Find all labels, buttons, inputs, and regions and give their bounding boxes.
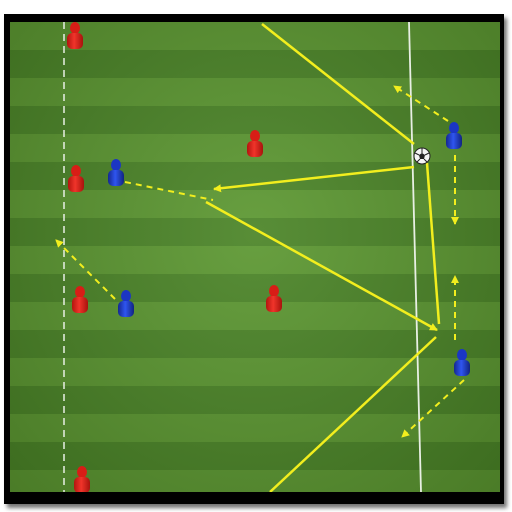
pass-arrow <box>213 165 415 193</box>
blue-player-cone-icon <box>118 290 134 317</box>
red-player-cone-icon <box>247 130 263 157</box>
pass-arrow <box>261 23 415 145</box>
red-player-cone-icon <box>67 22 83 49</box>
movement-arrow <box>55 239 116 300</box>
pass-arrow <box>269 336 437 492</box>
red-player-cone-icon <box>68 165 84 192</box>
right-touchline <box>408 22 422 492</box>
blue-player-cone-icon <box>454 349 470 376</box>
blue-player-cone-icon <box>108 159 124 186</box>
pass-arrow <box>205 200 438 332</box>
red-player-cone-icon <box>266 285 282 312</box>
movement-arrow <box>393 85 449 122</box>
pass-arrow <box>425 162 441 325</box>
movement-arrow <box>124 181 214 201</box>
soccer-ball-icon <box>413 147 431 165</box>
blue-player-cone-icon <box>446 122 462 149</box>
red-player-cone-icon <box>72 286 88 313</box>
red-player-cone-icon <box>74 466 90 492</box>
movement-arrow <box>401 379 465 438</box>
